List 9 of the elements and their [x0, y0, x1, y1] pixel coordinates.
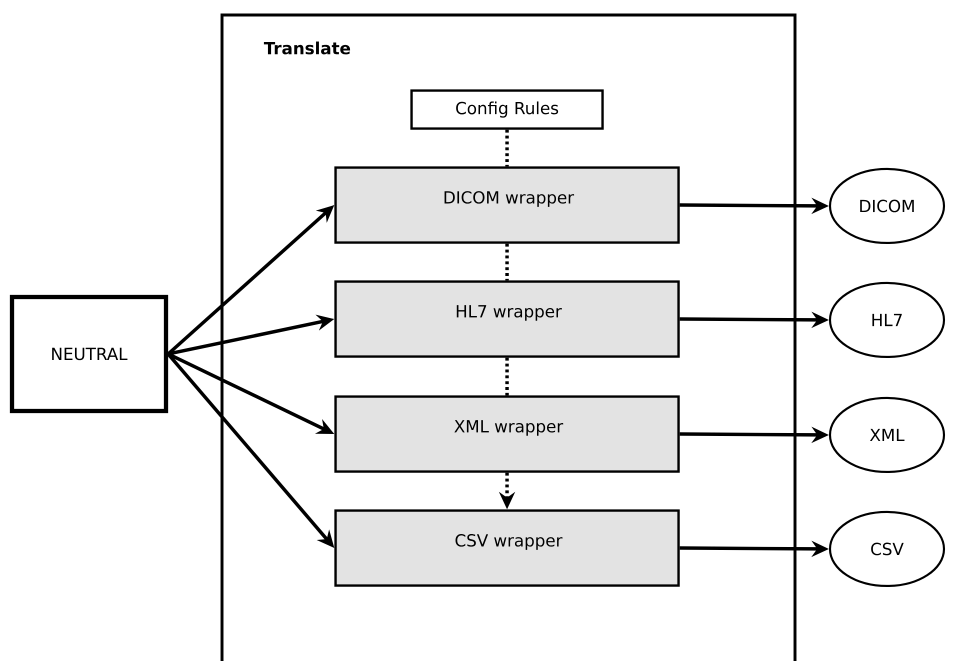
wrapper-box: CSV wrapper [334, 509, 680, 587]
process-box: NEUTRAL [10, 294, 168, 414]
wrapper-box: XML wrapper [334, 395, 680, 473]
wrapper-box: DICOM wrapper [334, 166, 680, 244]
dotted-connector [505, 244, 509, 280]
rules-box: Config Rules [410, 89, 604, 130]
dotted-connector [505, 130, 509, 166]
wrapper-box: HL7 wrapper [334, 280, 680, 358]
dotted-connector [505, 358, 509, 396]
